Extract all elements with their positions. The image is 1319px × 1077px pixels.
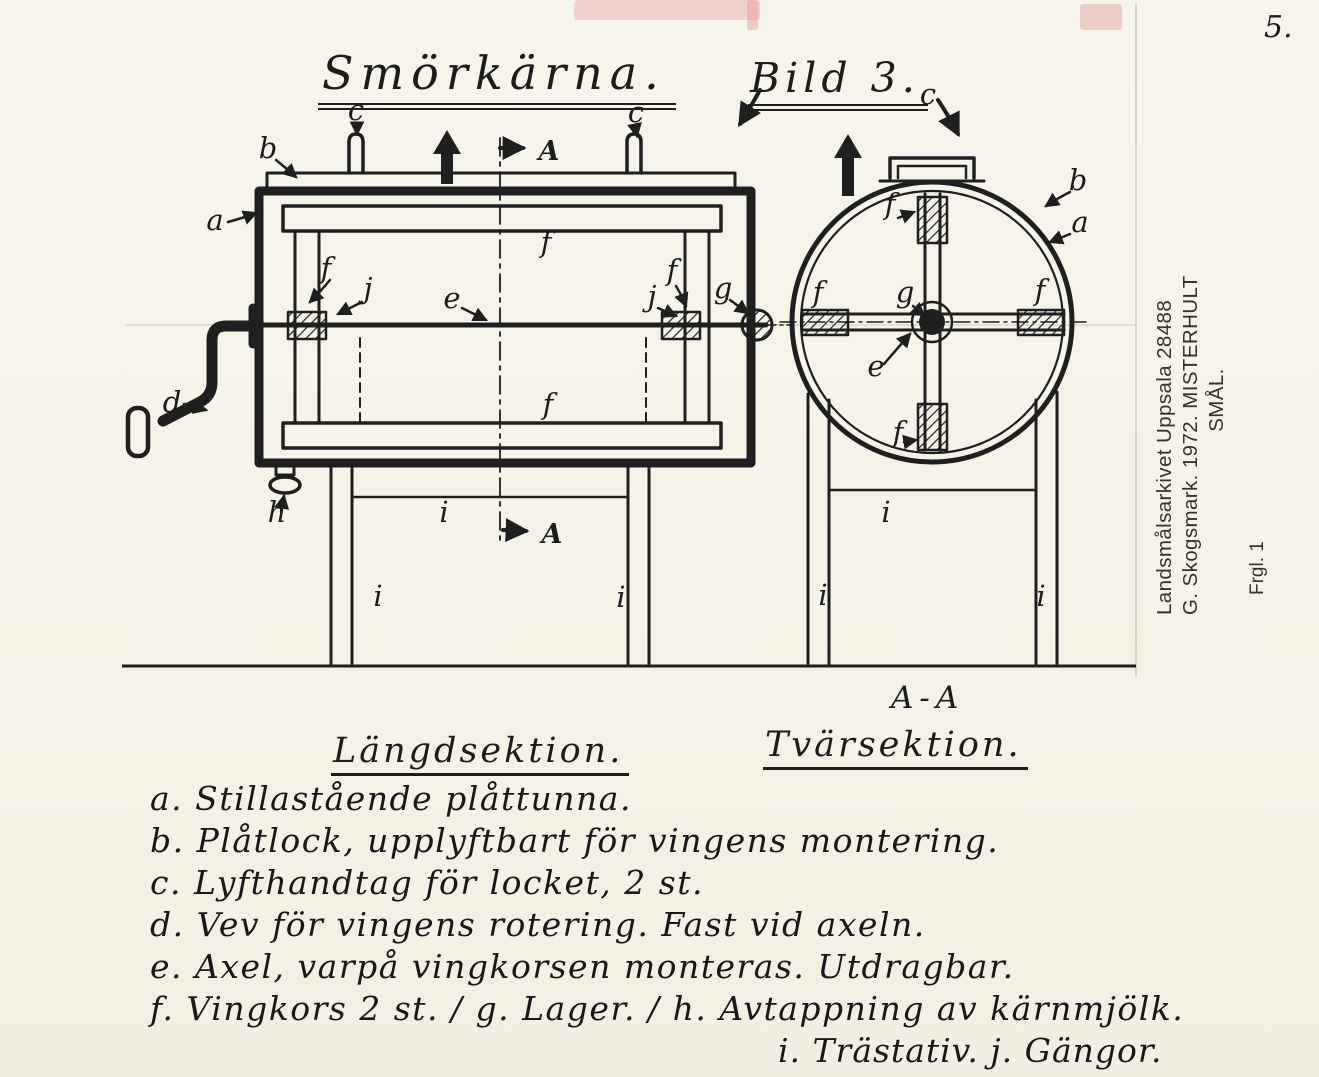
cross-section-drawing [779, 134, 1091, 668]
part-label-b: b [259, 131, 278, 165]
hub [919, 309, 945, 335]
part-label-f: f [319, 251, 337, 285]
part-label-a: a [1071, 205, 1088, 239]
stamp-line-3: SMÅL. [1205, 368, 1228, 432]
hub [910, 300, 954, 344]
part-label-i: i [373, 579, 382, 613]
part-label-e: e [443, 281, 460, 315]
scan-artifact [1080, 4, 1122, 30]
legend-item: a. Stillastående plåttunna. [150, 779, 632, 818]
part-label-j: j [358, 271, 373, 305]
figure-pointer-arrow-icon [936, 98, 960, 138]
wing-hatch [800, 308, 850, 337]
legend-item: c. Lyfthandtag för locket, 2 st. [150, 863, 704, 902]
part-label-e: e [867, 349, 884, 383]
parts-legend: a. Stillastående plåttunna. b. Plåtlock,… [150, 778, 1314, 1072]
lift-handle-icon [888, 156, 976, 180]
lift-up-arrow-icon [433, 130, 461, 184]
scan-artifact [747, 0, 758, 30]
lift-handle-icon [347, 132, 365, 175]
legend-item: i. Trästativ. j. Gängor. [778, 1031, 1163, 1070]
part-label-i: i [616, 580, 625, 614]
part-label-i: i [881, 495, 890, 529]
part-label-g: g [896, 275, 915, 309]
crank-arm [157, 320, 256, 427]
part-label-b: b [1069, 163, 1088, 197]
bearing-hatch [740, 308, 774, 342]
lift-up-arrow-icon [834, 134, 862, 196]
scan-artifact [574, 0, 760, 20]
section-cut-mark: A-A [891, 680, 965, 716]
drawing-title: Smörkärna. [318, 46, 676, 110]
drain-fitting [268, 475, 302, 495]
part-label-f: f [883, 187, 901, 221]
section-arrow-icon [501, 518, 530, 543]
part-label-f: f [811, 275, 829, 309]
part-label-i: i [818, 578, 827, 612]
longitudinal-section-drawing [125, 130, 793, 668]
part-label-i: i [439, 495, 448, 529]
legend-item: d. Vev för vingens rotering. Fast vid ax… [150, 905, 926, 944]
legend-item: e. Axel, varpå vingkorsen monteras. Utdr… [150, 947, 1015, 986]
archive-stamp: Landsmålsarkivet Uppsala 28488 G. Skogsm… [1152, 185, 1238, 615]
crank-grip [125, 405, 151, 459]
wing-hatch [916, 195, 949, 245]
part-label-c: c [348, 93, 364, 127]
bearing-hatch [286, 310, 328, 341]
page-number: 5. [1264, 10, 1293, 45]
part-label-f: f [541, 387, 559, 421]
drain-fitting [274, 461, 296, 477]
part-label-j: j [642, 279, 657, 313]
part-label-f: f [1033, 273, 1051, 307]
leader-arrows [182, 88, 1072, 514]
lift-handle-icon [625, 132, 643, 175]
part-label-h: h [268, 495, 287, 529]
part-label-c: c [920, 77, 936, 111]
part-label-f: f [891, 415, 909, 449]
wing-hatch [1016, 308, 1066, 337]
stamp-line-1: Landsmålsarkivet Uppsala 28488 [1153, 299, 1176, 615]
part-label-a: a [206, 203, 223, 237]
stamp-ref: Frgl. 1 [1247, 541, 1268, 595]
figure-label: Bild 3. [748, 54, 928, 111]
stamp-line-2: G. Skogsmark. 1972. MISTERHULT [1179, 275, 1202, 615]
part-label-f: f [665, 253, 683, 287]
section-letter: A [536, 136, 560, 167]
part-label-g: g [714, 271, 733, 305]
part-label-i: i [1036, 579, 1045, 613]
part-label-d: d [163, 385, 182, 419]
legend-item: f. Vingkors 2 st. / g. Lager. / h. Avtap… [150, 989, 1185, 1028]
bearing-hatch [660, 310, 702, 341]
section-letter: A [539, 519, 563, 550]
caption-cross-section: Tvärsektion. [763, 725, 1028, 770]
wing-hatch [916, 402, 949, 452]
caption-longitudinal-section: Längdsektion. [331, 731, 630, 776]
legend-item: b. Plåtlock, upplyftbart för vingens mon… [150, 821, 1000, 860]
